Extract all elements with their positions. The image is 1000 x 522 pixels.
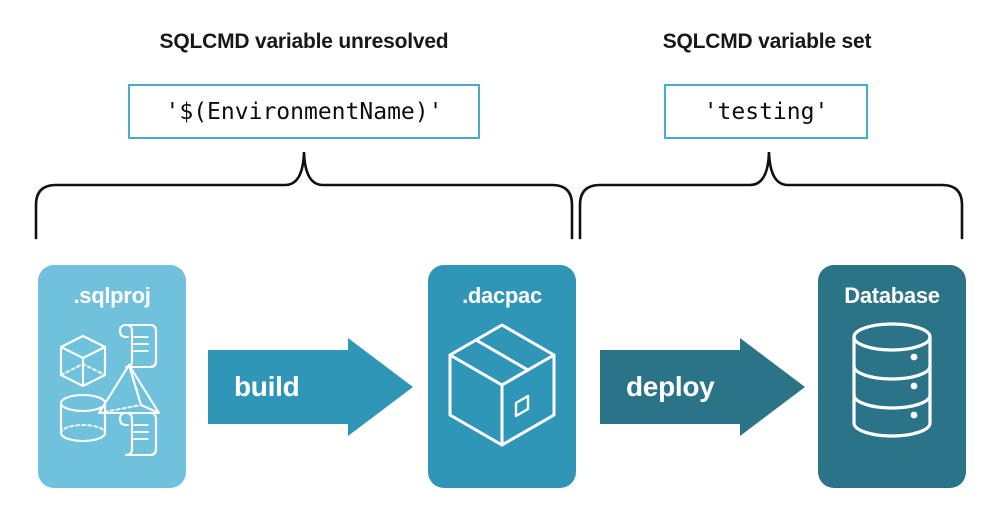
annotation-value-unresolved: '$(EnvironmentName)' — [128, 84, 480, 139]
arrow-build: build — [208, 338, 413, 436]
brace-right-icon — [578, 151, 964, 240]
stage-panel-dacpac: .dacpac — [428, 265, 576, 488]
scroll-icon — [118, 411, 158, 457]
stage-label-sqlproj: .sqlproj — [73, 283, 151, 308]
brace-left-icon — [34, 151, 574, 240]
stage-panel-database: Database — [818, 265, 966, 488]
stage-panel-sqlproj: .sqlproj — [38, 265, 186, 488]
sqlproj-artwork — [38, 317, 186, 457]
package-box-icon — [448, 323, 556, 447]
pyramid-icon — [97, 363, 161, 415]
stage-label-database: Database — [844, 283, 940, 308]
arrow-deploy-icon — [600, 338, 805, 436]
annotation-value-set: 'testing' — [664, 84, 868, 139]
arrow-deploy: deploy — [600, 338, 805, 436]
database-cylinder-icon — [852, 322, 932, 438]
cylinder-icon — [59, 393, 107, 443]
scroll-icon — [118, 323, 158, 369]
stage-label-dacpac: .dacpac — [462, 283, 542, 308]
dacpac-artwork — [428, 317, 576, 457]
arrow-build-icon — [208, 338, 413, 436]
annotation-heading-unresolved: SQLCMD variable unresolved — [159, 30, 449, 53]
annotation-heading-set: SQLCMD variable set — [662, 30, 872, 53]
database-artwork — [818, 317, 966, 449]
cube-icon — [59, 334, 107, 388]
